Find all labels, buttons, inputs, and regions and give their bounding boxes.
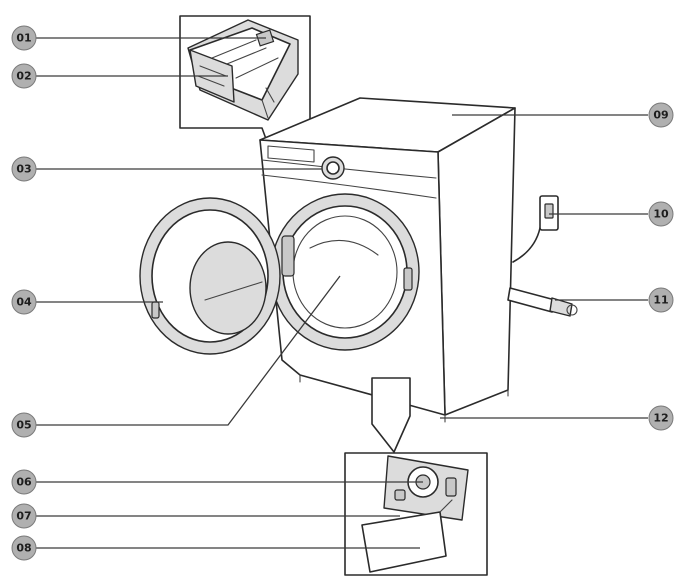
- callout-label: 12: [653, 412, 668, 425]
- callout-03: 03: [11, 156, 37, 182]
- callout-label: 09: [653, 109, 668, 122]
- drain-hose: [507, 287, 578, 317]
- callout-10: 10: [648, 201, 674, 227]
- leader-lines: [36, 37, 648, 549]
- open-door: [139, 197, 281, 355]
- callout-07: 07: [11, 503, 37, 529]
- callout-label: 07: [16, 510, 31, 523]
- callout-04: 04: [11, 289, 37, 315]
- callout-12: 12: [648, 405, 674, 431]
- callout-label: 05: [16, 419, 31, 432]
- filter-inset: [344, 377, 488, 576]
- callout-label: 10: [653, 208, 669, 221]
- callout-01: 01: [11, 25, 37, 51]
- callout-label: 02: [16, 70, 31, 83]
- callout-label: 04: [16, 296, 32, 309]
- callout-label: 06: [16, 476, 32, 489]
- callout-06: 06: [11, 469, 37, 495]
- callout-08: 08: [11, 535, 37, 561]
- callout-05: 05: [11, 412, 37, 438]
- callout-label: 01: [16, 32, 31, 45]
- door-opening: [270, 193, 420, 351]
- callout-11: 11: [648, 287, 674, 313]
- callout-label: 11: [653, 294, 668, 307]
- callout-09: 09: [648, 102, 674, 128]
- callout-label: 03: [16, 163, 31, 176]
- callout-02: 02: [11, 63, 37, 89]
- power-plug: [512, 195, 559, 263]
- callout-label: 08: [16, 542, 31, 555]
